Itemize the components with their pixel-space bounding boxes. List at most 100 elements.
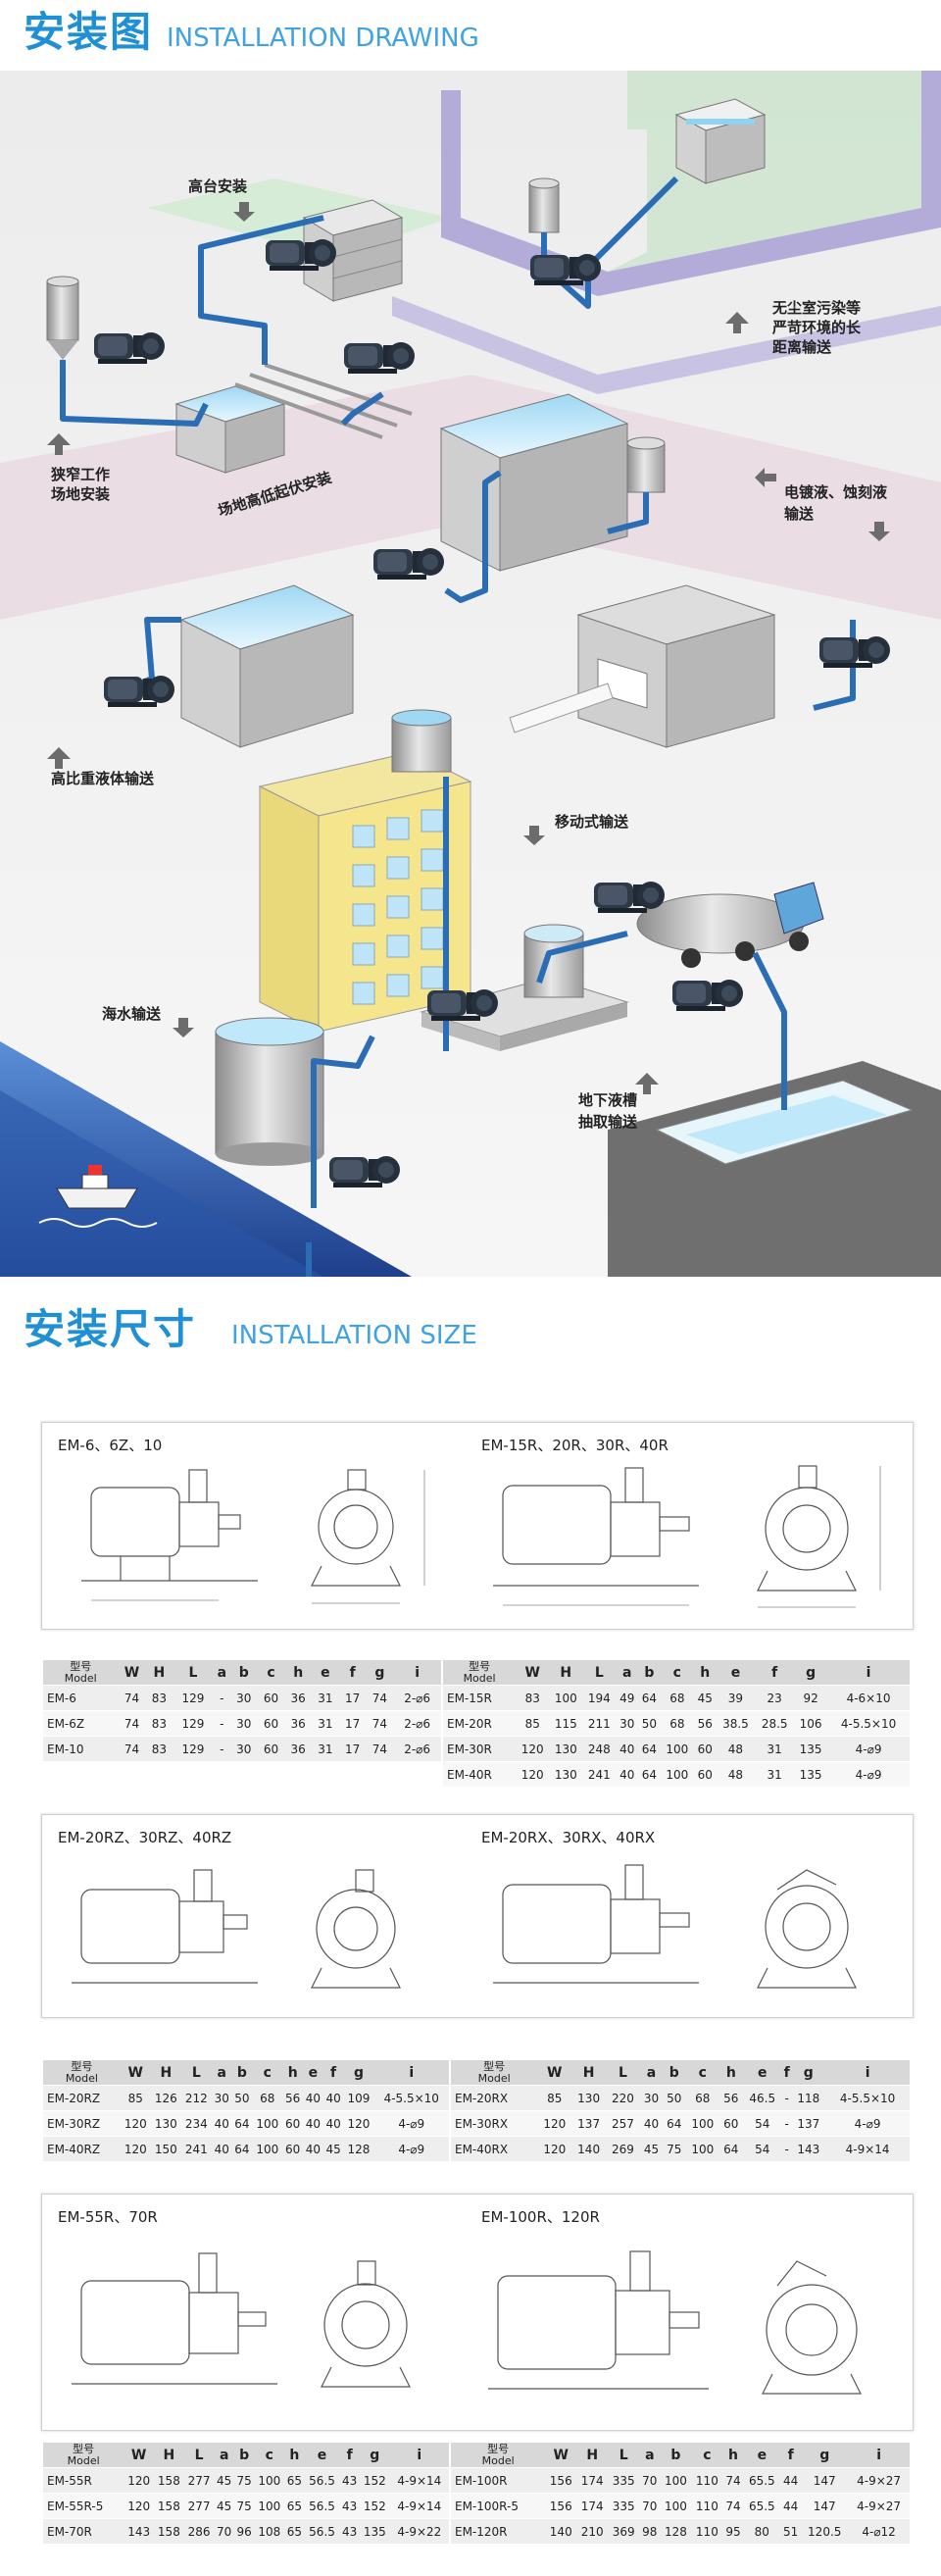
column-header-a: a (639, 2443, 661, 2468)
column-header-H: H (154, 2443, 184, 2468)
model-cell: EM-100R (451, 2467, 546, 2494)
model-cell: EM-10 (43, 1736, 119, 1762)
value-cell: 40 (303, 2136, 323, 2162)
heading-en: INSTALLATION DRAWING (167, 24, 479, 53)
value-cell: 130 (571, 2085, 607, 2111)
panel-caption-right: EM-15R、20R、30R、40R (481, 1437, 669, 1454)
column-header-W: W (118, 1660, 146, 1686)
value-cell: 100 (660, 2493, 692, 2519)
column-header-i: i (373, 2060, 449, 2086)
model-cell: EM-30RZ (43, 2110, 121, 2137)
drawing-panel-2: EM-20RZ、30RZ、40RZ EM-20RX、30RX、40RX (41, 1814, 914, 2018)
value-cell: 115 (549, 1710, 583, 1737)
value-cell: 68 (660, 1685, 694, 1711)
column-header-H: H (549, 1660, 583, 1686)
heading-zh: 安装尺寸 (24, 1305, 197, 1353)
value-cell: 130 (150, 2110, 181, 2137)
value-cell: 108 (254, 2518, 285, 2545)
value-cell: 110 (691, 2493, 723, 2519)
value-cell: - (782, 2110, 792, 2137)
value-cell: 68 (660, 1710, 694, 1737)
value-cell: 158 (154, 2493, 184, 2519)
column-header-L: L (608, 2443, 640, 2468)
value-cell: 95 (722, 2518, 744, 2545)
value-cell: 120.5 (801, 2518, 849, 2545)
column-header-L: L (173, 1660, 214, 1686)
value-cell: 30 (211, 2085, 232, 2111)
value-cell: 51 (779, 2518, 802, 2545)
value-cell: 40 (211, 2110, 232, 2137)
column-header-L: L (582, 1660, 617, 1686)
column-header-c: c (252, 2060, 283, 2086)
value-cell: 74 (366, 1685, 394, 1711)
value-cell: 40 (639, 2110, 664, 2137)
value-cell: 45 (214, 2467, 234, 2494)
value-cell: 4-5.5×10 (827, 1710, 910, 1737)
value-cell: 64 (719, 2136, 743, 2162)
value-cell: 277 (183, 2493, 215, 2519)
value-cell: 129 (173, 1685, 214, 1711)
value-cell: 40 (211, 2136, 232, 2162)
value-cell: 220 (606, 2085, 640, 2111)
value-cell: 152 (359, 2467, 390, 2494)
installation-drawing-heading: 安装图 INSTALLATION DRAWING (24, 12, 479, 53)
value-cell: 120 (120, 2136, 151, 2162)
value-cell: 129 (173, 1710, 214, 1737)
value-cell: 74 (722, 2493, 744, 2519)
value-cell: 60 (719, 2110, 743, 2137)
value-cell: 65 (284, 2467, 305, 2494)
column-header-L: L (183, 2443, 215, 2468)
label-mobile: 移动式输送 (555, 813, 629, 831)
value-cell: 156 (545, 2467, 577, 2494)
value-cell: 45 (693, 1685, 717, 1711)
value-cell: 335 (608, 2467, 640, 2494)
value-cell: 65 (284, 2493, 305, 2519)
column-header-e: e (304, 2443, 340, 2468)
value-cell: 135 (794, 1736, 828, 1762)
value-cell: 147 (801, 2493, 849, 2519)
value-cell: 31 (755, 1761, 795, 1788)
value-cell: 4-⌀9 (373, 2110, 449, 2137)
value-cell: - (782, 2085, 792, 2111)
model-cell: EM-30RX (451, 2110, 538, 2137)
value-cell: 4-9×27 (848, 2467, 910, 2494)
value-cell: 60 (282, 2136, 304, 2162)
value-cell: - (213, 1710, 230, 1737)
column-header-c: c (685, 2060, 720, 2086)
value-cell: 120 (537, 2136, 572, 2162)
value-cell: 106 (794, 1710, 828, 1737)
value-cell: 211 (582, 1710, 617, 1737)
column-header-b: b (229, 1660, 258, 1686)
column-header-g: g (801, 2443, 849, 2468)
value-cell: 64 (663, 2110, 686, 2137)
value-cell: 31 (755, 1736, 795, 1762)
value-cell: 40 (322, 2085, 344, 2111)
value-cell: 70 (214, 2518, 234, 2545)
value-cell: 269 (606, 2136, 640, 2162)
value-cell: 100 (254, 2493, 285, 2519)
column-header-H: H (150, 2060, 181, 2086)
value-cell: 109 (343, 2085, 374, 2111)
value-cell: 36 (284, 1685, 313, 1711)
value-cell: 46.5 (742, 2085, 783, 2111)
column-header-c: c (660, 1660, 694, 1686)
value-cell: 60 (282, 2110, 304, 2137)
value-cell: 4-⌀9 (827, 1761, 910, 1788)
value-cell: 4-⌀9 (373, 2136, 449, 2162)
model-cell: EM-30R (443, 1736, 517, 1762)
value-cell: 40 (303, 2110, 323, 2137)
value-cell: 74 (118, 1736, 146, 1762)
column-header-W: W (545, 2443, 577, 2468)
